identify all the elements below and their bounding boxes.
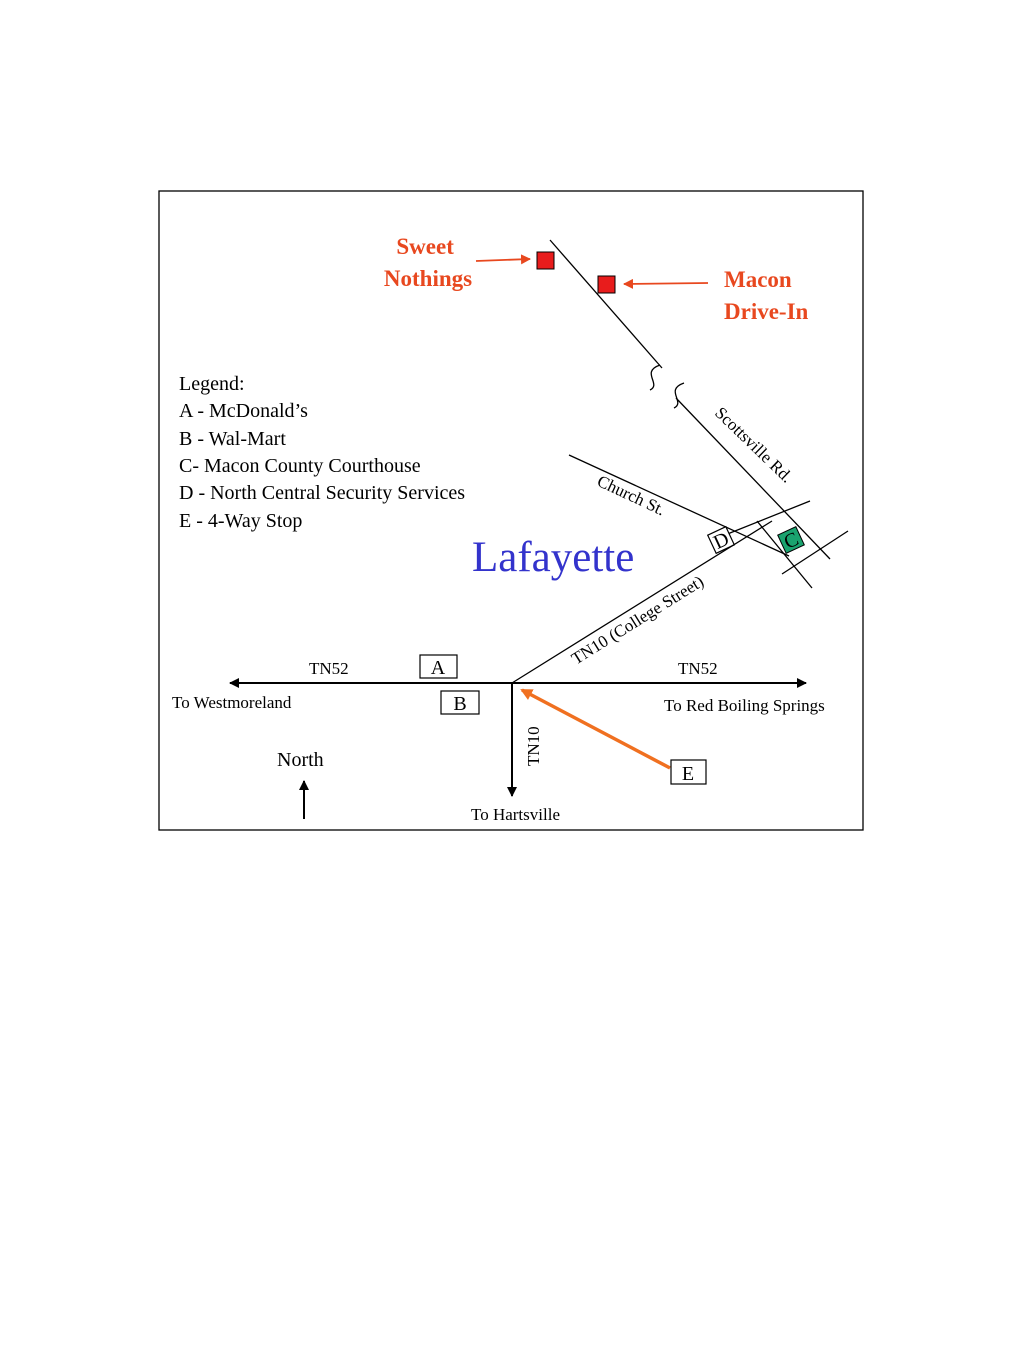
legend-item-d: D - North Central Security Services <box>179 482 465 504</box>
tn52-west-label: TN52 <box>309 659 349 678</box>
marker-d-label: D <box>710 528 732 554</box>
macon-drive-in-callout: Macon Drive-In <box>597 267 809 324</box>
legend: Legend: A - McDonald’s B - Wal-Mart C- M… <box>179 373 465 532</box>
tn10-south-label: TN10 <box>524 726 543 766</box>
marker-b[interactable]: B <box>440 690 480 715</box>
to-westmoreland-label: To Westmoreland <box>172 693 292 712</box>
macon-drive-in-arrow <box>623 278 709 289</box>
four-way-stop-arrow <box>520 688 671 770</box>
map-border <box>158 190 864 831</box>
marker-d[interactable]: D <box>706 525 736 555</box>
legend-title: Legend: <box>179 373 245 395</box>
legend-item-b: B - Wal-Mart <box>179 428 286 450</box>
sweet-nothings-label-line1: Sweet <box>396 234 454 259</box>
marker-e-label: E <box>682 763 694 785</box>
road-break-symbol-right <box>673 382 685 409</box>
marker-b-label: B <box>453 693 466 715</box>
legend-item-c: C- Macon County Courthouse <box>179 455 421 477</box>
marker-c[interactable]: C <box>777 526 805 555</box>
legend-item-e: E - 4-Way Stop <box>179 510 302 532</box>
scottsville-rd-label: Scottsville Rd. <box>711 403 796 486</box>
tn10-college-street-label: TN10 (College Street) <box>568 572 707 669</box>
sweet-nothings-marker[interactable] <box>536 251 555 270</box>
tn52-east-label: TN52 <box>678 659 718 678</box>
north-label: North <box>277 749 324 771</box>
to-hartsville-label: To Hartsville <box>471 805 560 824</box>
legend-item-a: A - McDonald’s <box>179 400 308 422</box>
tn10-college-street <box>511 520 773 684</box>
town-name: Lafayette <box>472 534 634 581</box>
macon-drive-in-marker[interactable] <box>597 275 616 294</box>
sweet-nothings-callout: Sweet Nothings <box>384 234 555 291</box>
sweet-nothings-arrow <box>475 254 531 265</box>
square-street-west <box>756 520 813 589</box>
road-break-symbol-left <box>649 364 661 391</box>
sweet-nothings-label-line2: Nothings <box>384 266 472 291</box>
scottsville-rd-upper <box>549 239 663 369</box>
square-street-south <box>781 530 849 575</box>
svg-text:Macon Drive-In: Macon Drive-In <box>724 267 809 324</box>
marker-e[interactable]: E <box>670 759 707 785</box>
macon-drive-in-label-line2: Drive-In <box>724 299 809 324</box>
marker-a-label: A <box>431 657 446 679</box>
svg-text:Sweet Nothings: Sweet Nothings <box>384 234 472 291</box>
marker-a[interactable]: A <box>419 654 458 679</box>
church-st <box>568 454 790 557</box>
to-red-boiling-springs-label: To Red Boiling Springs <box>664 696 825 715</box>
square-street-north <box>719 500 811 538</box>
scottsville-rd-lower <box>675 397 831 560</box>
macon-drive-in-label-line1: Macon <box>724 267 792 292</box>
